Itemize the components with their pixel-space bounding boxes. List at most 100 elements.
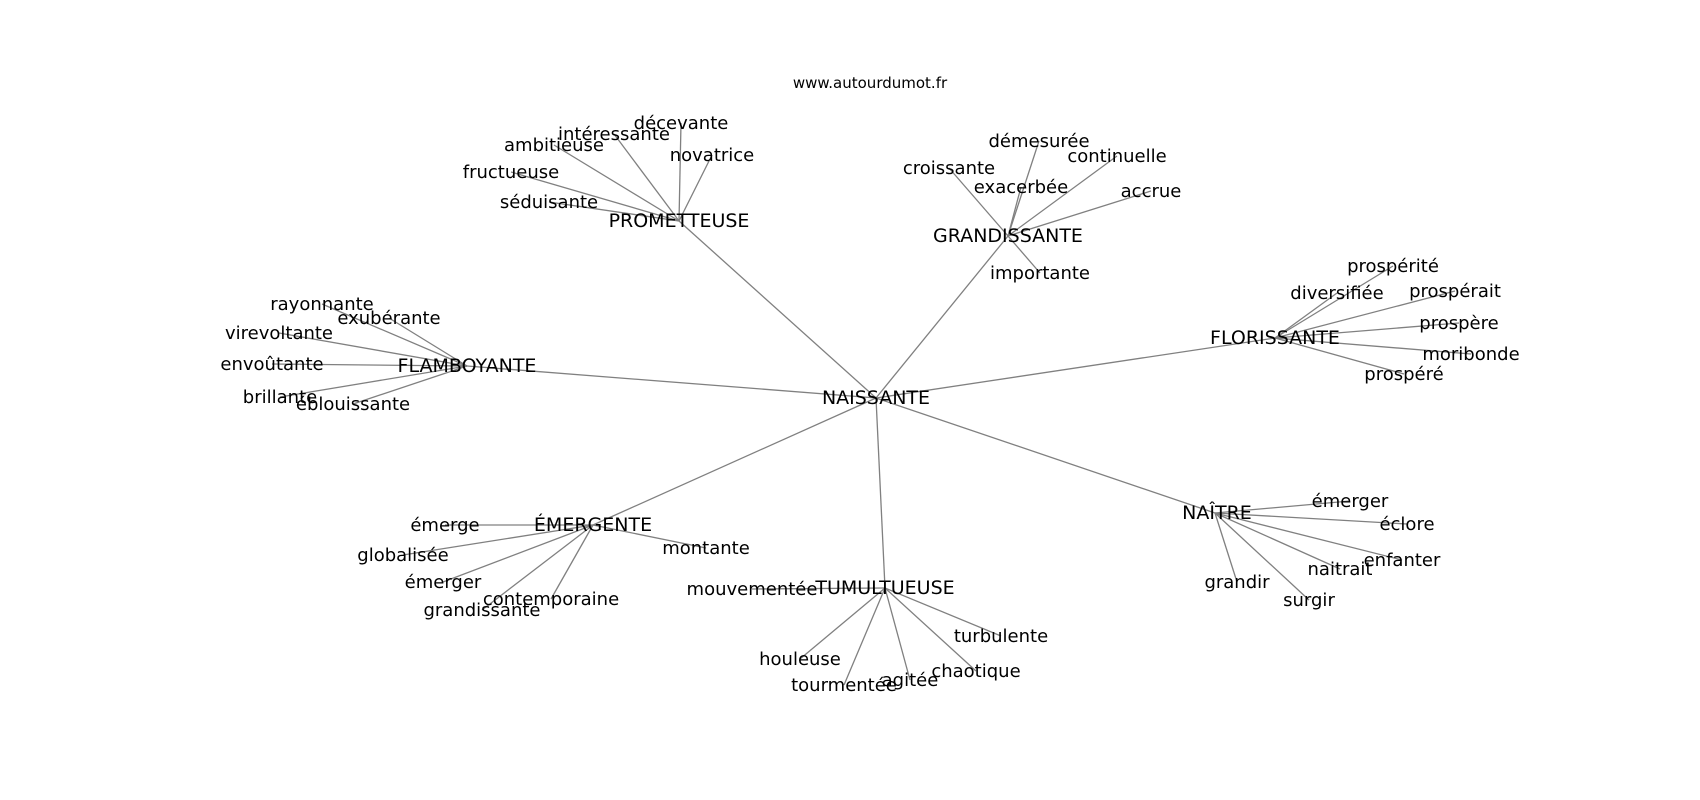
leaf-node-label: exacerbée <box>974 177 1068 198</box>
leaf-node-label: rayonnante <box>270 294 373 315</box>
leaf-node-label: brillante <box>243 387 317 408</box>
leaf-node-label: contemporaine <box>483 589 619 610</box>
leaf-node-label: surgir <box>1283 590 1335 611</box>
edge-leaf-5-4 <box>550 524 594 600</box>
leaf-node-label: éblouissante <box>296 394 410 415</box>
edge-leaf-6-2 <box>884 587 1002 637</box>
leaf-node-label: diversifiée <box>1290 283 1383 304</box>
graph-labels: www.autourdumot.fr NAISSANTE PROMETTEUSE d… <box>220 74 1519 696</box>
edge-leaf-7-5 <box>1214 512 1238 583</box>
leaf-node-label: prospérait <box>1409 281 1501 302</box>
edge-leaf-4-5 <box>1274 337 1472 355</box>
edge-leaf-4-3 <box>1274 290 1456 339</box>
leaf-node-label: naitrait <box>1308 559 1373 580</box>
leaf-node-label: fructueuse <box>463 162 559 183</box>
edge-leaf-6-5 <box>884 587 911 681</box>
hub-node-label: ÉMERGENTE <box>534 513 652 536</box>
leaf-node-label: intéressante <box>558 124 670 145</box>
leaf-node-label: éclore <box>1379 514 1434 535</box>
edge-center-1 <box>678 220 877 399</box>
leaf-node-label: montante <box>662 538 750 559</box>
graph-edges <box>271 122 1472 686</box>
edge-leaf-7-3 <box>1214 512 1403 561</box>
edge-leaf-7-2 <box>1214 512 1408 525</box>
leaf-node-label: émerger <box>405 572 482 593</box>
hub-node-label: FLAMBOYANTE <box>398 355 537 377</box>
leaf-node-label: émerger <box>1312 491 1389 512</box>
leaf-node-label: continuelle <box>1067 146 1166 167</box>
leaf-node-label: novatrice <box>670 145 755 166</box>
leaf-node-label: ambitieuse <box>504 135 604 156</box>
leaf-node-label: mouvementée <box>687 579 818 600</box>
edge-leaf-7-1 <box>1214 500 1351 514</box>
edge-leaf-4-1 <box>1274 265 1394 339</box>
leaf-node-label: tourmentée <box>791 675 897 696</box>
edge-leaf-6-3 <box>799 587 886 660</box>
leaf-node-label: globalisée <box>357 545 448 566</box>
leaf-node-label: moribonde <box>1422 344 1519 365</box>
edge-center-6 <box>875 397 886 589</box>
edge-leaf-3-1 <box>321 303 468 367</box>
leaf-node-label: croissante <box>903 158 995 179</box>
leaf-node-label: prospérité <box>1347 256 1439 277</box>
edge-leaf-1-5 <box>510 171 680 222</box>
edge-leaf-1-6 <box>548 201 680 222</box>
edge-leaf-6-1 <box>751 587 886 590</box>
hub-node-label: FLORISSANTE <box>1210 327 1340 349</box>
hub-node-label: GRANDISSANTE <box>933 225 1083 247</box>
edge-center-2 <box>875 235 1009 399</box>
edge-leaf-2-2 <box>1007 155 1118 237</box>
edge-leaf-3-4 <box>271 363 468 367</box>
hub-node-label: PROMETTEUSE <box>609 210 750 232</box>
leaf-node-label: grandissante <box>423 600 540 621</box>
edge-leaf-7-6 <box>1214 512 1310 601</box>
edge-leaf-2-1 <box>1007 140 1040 237</box>
edge-leaf-2-5 <box>1007 190 1152 237</box>
leaf-node-label: accrue <box>1121 181 1182 202</box>
edge-leaf-4-4 <box>1274 322 1460 339</box>
edge-leaf-3-6 <box>352 365 468 405</box>
edge-leaf-6-4 <box>884 587 977 672</box>
leaf-node-label: enfanter <box>1364 550 1441 571</box>
edge-leaf-2-3 <box>948 167 1009 237</box>
edge-leaf-3-5 <box>279 365 468 398</box>
hub-node-label: NAÎTRE <box>1182 501 1252 524</box>
center-node-label: NAISSANTE <box>822 387 930 409</box>
edge-center-5 <box>592 397 877 526</box>
edge-center-4 <box>875 337 1276 399</box>
edge-leaf-5-2 <box>402 524 594 556</box>
edge-leaf-4-2 <box>1274 292 1338 339</box>
leaf-node-label: séduisante <box>500 192 598 213</box>
edge-leaf-1-3 <box>553 144 680 222</box>
leaf-node-label: agitée <box>882 670 939 691</box>
site-label: www.autourdumot.fr <box>793 74 948 92</box>
edge-center-7 <box>875 397 1216 514</box>
edge-leaf-4-6 <box>1274 337 1405 375</box>
leaf-node-label: prospéré <box>1364 364 1443 385</box>
leaf-node-label: émerge <box>410 515 479 536</box>
leaf-node-label: envoûtante <box>220 354 323 375</box>
leaf-node-label: houleuse <box>759 649 841 670</box>
leaf-node-label: virevoltante <box>225 323 333 344</box>
leaf-node-label: exubérante <box>337 308 440 329</box>
leaf-node-label: turbulente <box>954 626 1048 647</box>
leaf-node-label: chaotique <box>931 661 1020 682</box>
leaf-node-label: décevante <box>634 113 729 134</box>
leaf-node-label: prospère <box>1419 313 1498 334</box>
edge-leaf-6-6 <box>843 587 886 686</box>
leaf-node-label: démesurée <box>988 131 1089 152</box>
edge-leaf-3-3 <box>278 332 468 367</box>
edge-leaf-5-5 <box>481 524 594 611</box>
edge-leaf-1-1 <box>678 122 682 222</box>
edge-leaf-5-6 <box>592 524 707 549</box>
edge-leaf-3-2 <box>388 317 468 367</box>
edge-leaf-1-2 <box>613 133 680 222</box>
edge-leaf-2-6 <box>1007 235 1041 274</box>
leaf-node-label: importante <box>990 263 1090 284</box>
edge-center-3 <box>466 365 877 399</box>
leaf-node-label: grandir <box>1204 572 1270 593</box>
hub-node-label: TUMULTUEUSE <box>814 577 954 599</box>
edge-leaf-7-4 <box>1214 512 1341 570</box>
edge-leaf-1-4 <box>678 154 713 222</box>
